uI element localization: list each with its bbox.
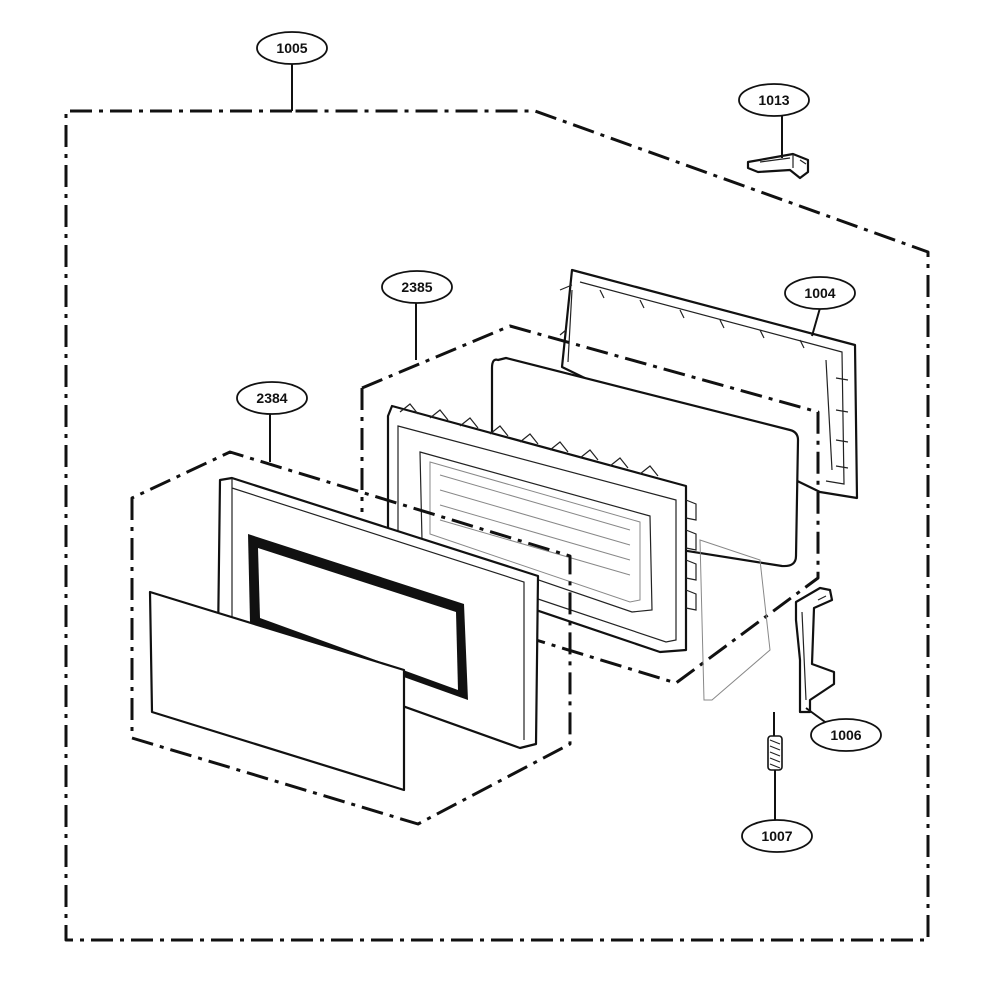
front-door-frame — [216, 476, 540, 750]
latch-hook-1006 — [794, 586, 837, 731]
svg-text:1004: 1004 — [804, 285, 835, 301]
svg-text:1013: 1013 — [758, 92, 789, 108]
assembly-1005-boundary — [64, 64, 930, 942]
callout-2384: 2384 — [236, 381, 308, 415]
callout-1013: 1013 — [738, 83, 810, 117]
svg-text:2384: 2384 — [256, 390, 287, 406]
callout-2385: 2385 — [381, 270, 453, 304]
svg-text:1005: 1005 — [276, 40, 307, 56]
callout-1007: 1007 — [741, 819, 813, 853]
inner-door-2385-boundary — [360, 303, 820, 685]
svg-text:1006: 1006 — [830, 727, 861, 743]
front-glass-panel — [148, 590, 406, 792]
callout-1004: 1004 — [784, 276, 856, 310]
svg-text:2385: 2385 — [401, 279, 432, 295]
callout-1005: 1005 — [256, 31, 328, 65]
front-door-2384-boundary — [130, 414, 572, 826]
spring-1007 — [767, 712, 783, 820]
hinge-bracket-1013 — [746, 116, 810, 180]
callout-1006: 1006 — [810, 718, 882, 752]
svg-text:1007: 1007 — [761, 828, 792, 844]
